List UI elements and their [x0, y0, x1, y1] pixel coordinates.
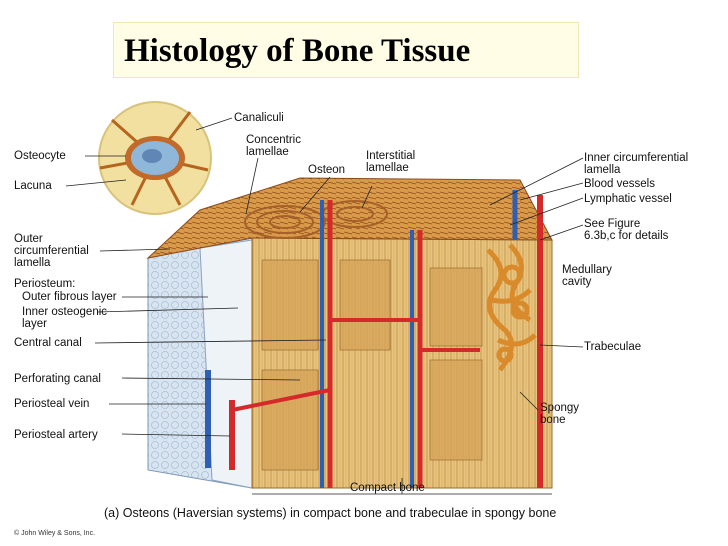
trabeculae-mesh — [486, 243, 537, 372]
label-trabeculae: Trabeculae — [584, 341, 642, 353]
label-periosteum: Periosteum: — [14, 278, 76, 290]
label-interstitial-lamellae: Interstitial lamellae — [366, 150, 416, 174]
blood-vessels — [205, 190, 543, 488]
osteocyte-inset — [98, 101, 212, 215]
label-see-figure: See Figure 6.3b,c for details — [584, 218, 669, 242]
label-concentric-lamellae: Concentric lamellae — [246, 134, 301, 158]
leader-lines — [65, 117, 584, 495]
title-box: Histology of Bone Tissue — [113, 22, 579, 78]
label-periosteal-vein: Periosteal vein — [14, 398, 90, 410]
label-compact-bone: Compact bone — [350, 482, 425, 494]
label-canaliculi: Canaliculi — [234, 112, 284, 124]
copyright-notice: © John Wiley & Sons, Inc. — [14, 530, 96, 537]
label-inner-circumferential-lamella: Inner circumferential lamella — [584, 152, 689, 176]
label-medullary-cavity: Medullary cavity — [562, 264, 612, 288]
label-central-canal: Central canal — [14, 337, 82, 349]
label-perforating-canal: Perforating canal — [14, 373, 101, 385]
bone-block — [146, 177, 553, 489]
page-title: Histology of Bone Tissue — [124, 33, 471, 69]
label-outer-fibrous-layer: Outer fibrous layer — [22, 291, 117, 303]
label-periosteal-artery: Periosteal artery — [14, 429, 98, 441]
label-osteocyte: Osteocyte — [14, 150, 66, 162]
label-outer-circumferential-lamella: Outer circumferential lamella — [14, 233, 89, 269]
figure-caption: (a) Osteons (Haversian systems) in compa… — [104, 506, 557, 520]
label-lacuna: Lacuna — [14, 180, 52, 192]
label-lymphatic-vessel: Lymphatic vessel — [584, 193, 672, 205]
label-spongy-bone: Spongy bone — [540, 402, 580, 426]
label-osteon: Osteon — [308, 164, 346, 176]
label-blood-vessels: Blood vessels — [584, 178, 655, 190]
label-inner-osteogenic-layer: Inner osteogenic layer — [22, 306, 108, 330]
